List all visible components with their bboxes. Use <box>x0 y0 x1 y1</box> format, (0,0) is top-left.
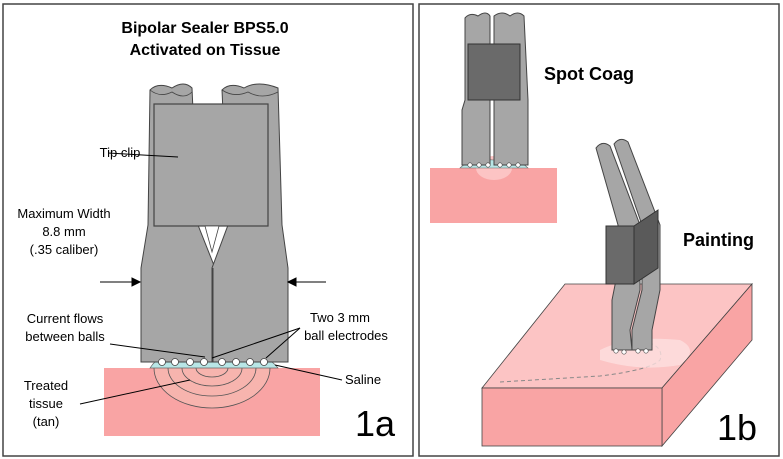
treated-leader <box>79 379 191 405</box>
treated-line1: Treated <box>24 378 68 393</box>
electrodes-line1: Two 3 mm <box>310 310 370 325</box>
current-leader <box>109 343 206 358</box>
electrodes-leaders <box>211 327 301 359</box>
tip-clip <box>153 103 269 227</box>
sealer-device <box>140 83 289 363</box>
max-width-line2: 8.8 mm <box>42 224 85 239</box>
electrodes-line2: ball electrodes <box>304 328 388 343</box>
ball-electrodes <box>158 358 268 366</box>
spot-coag-label: Spot Coag <box>544 64 634 84</box>
spot-coag-device <box>430 12 557 223</box>
tip-clip-label: Tip clip <box>100 145 141 160</box>
panel-a-title-line1: Bipolar Sealer BPS5.0 <box>121 20 288 37</box>
current-line1: Current flows <box>27 311 104 326</box>
panel-a-title-line2: Activated on Tissue <box>130 42 281 59</box>
treated-line3: (tan) <box>33 414 60 429</box>
width-arrows <box>100 277 326 287</box>
painting-device <box>595 138 661 355</box>
figure-label-1a: 1a <box>355 403 396 444</box>
treated-line2: tissue <box>29 396 63 411</box>
max-width-line1: Maximum Width <box>17 206 110 221</box>
figure-label-1b: 1b <box>717 407 757 448</box>
saline-label: Saline <box>345 372 381 387</box>
current-line2: between balls <box>25 329 105 344</box>
tip-clip-leader <box>107 152 179 158</box>
painting-label: Painting <box>683 230 754 250</box>
saline-leader <box>274 364 343 381</box>
max-width-line3: (.35 caliber) <box>30 242 99 257</box>
